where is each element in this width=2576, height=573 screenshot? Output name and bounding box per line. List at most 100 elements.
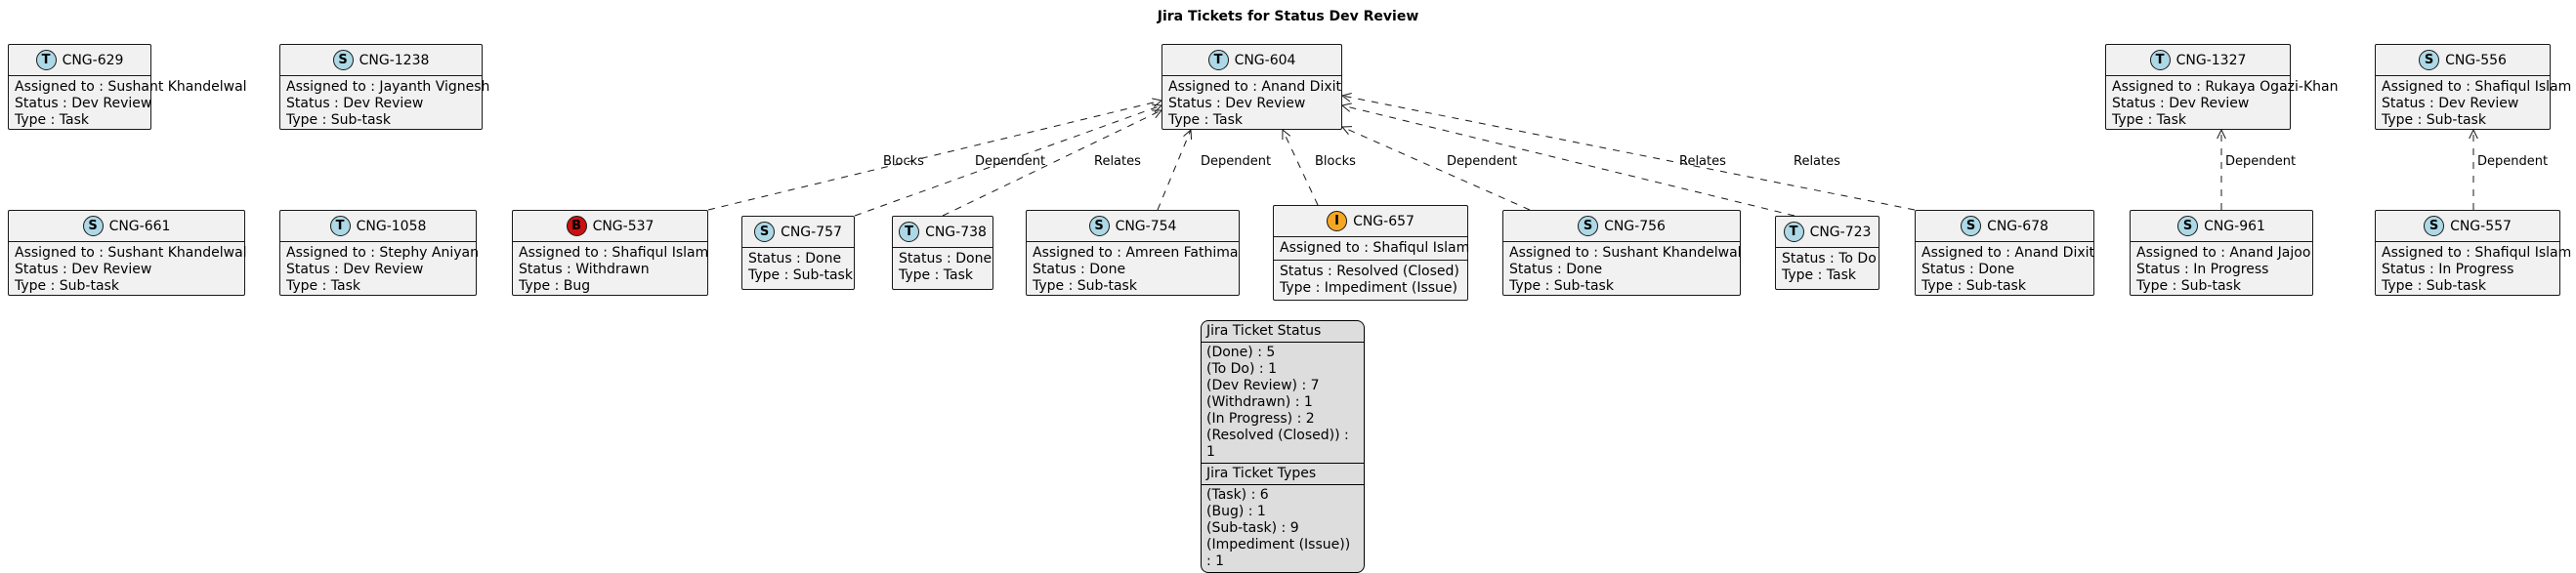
edge-line (1341, 104, 1795, 217)
ticket-key: CNG-557 (2450, 218, 2512, 234)
ticket-fields: Assigned to : Shafiqul Islam (1274, 237, 1469, 260)
ticket-type-badge-icon: T (329, 216, 351, 236)
ticket-key: CNG-961 (2204, 218, 2265, 234)
ticket-field: Assigned to : Anand Dixit (1921, 245, 2095, 261)
ticket-field: Status : Dev Review (15, 96, 152, 111)
legend-type-row: (Bug) : 1 (1206, 504, 1266, 519)
ticket-type-badge-icon: S (2177, 216, 2199, 236)
ticket-type-badge-icon: S (332, 50, 354, 70)
ticket-field: Assigned to : Amreen Fathima (1033, 245, 1239, 261)
ticket-field: Status : Done (1921, 262, 2015, 277)
legend-status-title: Jira Ticket Status (1206, 323, 1322, 339)
edge-line (1341, 126, 1531, 211)
ticket-field: Type : Task (2112, 112, 2186, 128)
ticket-node-header: S CNG-1238 (280, 45, 482, 76)
ticket-type-badge-icon: S (1961, 216, 1982, 236)
ticket-field: Assigned to : Anand Jajoo (2136, 245, 2311, 261)
legend-type-row: (Task) : 6 (1206, 487, 1269, 503)
ticket-field: Status : Dev Review (15, 262, 152, 277)
edge-label: Blocks (1315, 154, 1356, 169)
edge-label: Relates (1794, 154, 1840, 169)
edge-label: Dependent (1447, 154, 1518, 169)
ticket-key: CNG-661 (108, 218, 171, 234)
ticket-field: Assigned to : Rukaya Ogazi-Khan (2112, 79, 2339, 95)
legend: Jira Ticket Status (Done) : 5 (To Do) : … (1201, 320, 1365, 573)
legend-status-row: (In Progress) : 2 (1206, 411, 1315, 427)
ticket-field: Type : Task (1782, 267, 1856, 283)
ticket-type-badge-icon: S (754, 222, 776, 242)
edge-label: Dependent (2477, 154, 2549, 169)
legend-types-rows: (Task) : 6 (Bug) : 1 (Sub-task) : 9 (Imp… (1202, 484, 1364, 572)
ticket-field: Status : Dev Review (2382, 96, 2519, 111)
ticket-node-header: S CNG-757 (742, 217, 854, 248)
edge-line (1282, 129, 1319, 206)
ticket-field: Status : Dev Review (286, 96, 424, 111)
ticket-field: Assigned to : Sushant Khandelwal (1509, 245, 1742, 261)
edge-label: Blocks (883, 154, 924, 169)
ticket-field: Type : Sub-task (2382, 278, 2486, 294)
edge-arrowhead (1340, 93, 1352, 102)
edge-label: Relates (1094, 154, 1141, 169)
legend-type-row: (Impediment (Issue)) : 1 (1206, 537, 1351, 569)
ticket-node-header: S CNG-557 (2376, 211, 2559, 242)
ticket-field: Assigned to : Shafiqul Islam (2382, 79, 2572, 95)
ticket-key: CNG-756 (1604, 218, 1666, 234)
ticket-field: Status : Done (1033, 262, 1126, 277)
ticket-key: CNG-757 (781, 224, 842, 240)
ticket-field: Status : In Progress (2382, 262, 2514, 277)
ticket-key: CNG-1238 (359, 52, 430, 68)
ticket-field: Status : Done (748, 251, 842, 266)
ticket-type-badge-icon: T (1783, 222, 1804, 242)
legend-status-rows: (Done) : 5 (To Do) : 1 (Dev Review) : 7 … (1202, 342, 1364, 463)
ticket-type-badge-icon: S (2424, 216, 2445, 236)
legend-status-row: (Resolved (Closed)) : 1 (1206, 428, 1349, 460)
ticket-field: Type : Task (899, 267, 973, 283)
legend-type-row: (Sub-task) : 9 (1206, 520, 1299, 536)
ticket-type-badge-icon: T (899, 222, 920, 242)
ticket-field: Status : Done (899, 251, 992, 266)
ticket-field: Type : Task (15, 112, 89, 128)
ticket-field: Type : Impediment (Issue) (1280, 280, 1458, 296)
legend-status-row: (Withdrawn) : 1 (1206, 394, 1313, 410)
ticket-field: Assigned to : Stephy Aniyan (286, 245, 479, 261)
edge-arrowhead (1183, 128, 1193, 141)
ticket-key: CNG-657 (1353, 213, 1415, 229)
diagram-title: Jira Tickets for Status Dev Review (1157, 9, 1419, 24)
ticket-key: CNG-754 (1115, 218, 1177, 234)
ticket-field: Status : Dev Review (1168, 96, 1306, 111)
ticket-field: Type : Sub-task (2382, 112, 2486, 128)
edge-arrowhead (1340, 126, 1353, 135)
edge-line (707, 100, 1162, 211)
